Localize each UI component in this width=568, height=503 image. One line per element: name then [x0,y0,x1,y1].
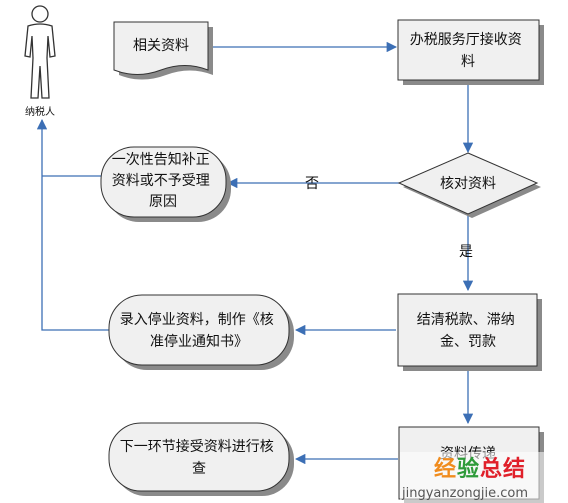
node-record-line2: 准停业通知书》 [150,333,248,350]
node-settle-line1: 结清税款、滞纳 [417,312,515,328]
node-next-line1: 下一环节接受资料进行核 [120,438,274,455]
node-notify-line2: 资料或不予受理 [112,173,210,189]
actor-label: 纳税人 [25,105,55,118]
node-next-line2: 查 [192,461,206,477]
node-related-docs: 相关资料 [113,21,213,80]
watermark-url: jingyanzongjie.com [401,486,528,501]
svg-text:录入停业资料，制作《核 准停业通知书》: 录入停业资料，制作《核 准停业通知书》 [120,311,278,350]
node-next: 下一环节接受资料进行核 查 [108,422,294,496]
watermark: 经验总结 jingyanzongjie.com [400,452,568,503]
node-check-label: 核对资料 [440,176,496,192]
svg-text:办税服务厅接收资 料: 办税服务厅接收资 料 [410,31,526,70]
edge-label-yes: 是 [459,244,473,260]
watermark-title: 经验总结 [434,456,526,482]
svg-text:一次性告知补正 资料或不予受理 原因: 一次性告知补正 资料或不予受理 原因 [112,151,214,210]
node-hall-receive-line2: 料 [461,54,475,70]
arrow-record-to-actor [36,118,110,331]
node-hall-receive: 办税服务厅接收资 料 [397,19,544,85]
svg-text:结清税款、滞纳 金、罚款: 结清税款、滞纳 金、罚款 [417,312,519,350]
edge-label-no: 否 [305,176,319,192]
svg-text:下一环节接受资料进行核 查: 下一环节接受资料进行核 查 [120,438,278,477]
node-notify: 一次性告知补正 资料或不予受理 原因 [100,146,231,222]
person-icon [24,5,56,99]
node-settle-line2: 金、罚款 [440,334,496,350]
node-related-docs-label: 相关资料 [133,38,189,54]
node-record: 录入停业资料，制作《核 准停业通知书》 [108,294,294,370]
node-hall-receive-line1: 办税服务厅接收资 [410,31,522,48]
node-settle: 结清税款、滞纳 金、罚款 [397,293,542,371]
node-record-line1: 录入停业资料，制作《核 [120,311,274,328]
node-check-decision: 核对资料 [397,152,541,218]
node-notify-line3: 原因 [149,194,177,210]
node-notify-line1: 一次性告知补正 [112,151,210,168]
